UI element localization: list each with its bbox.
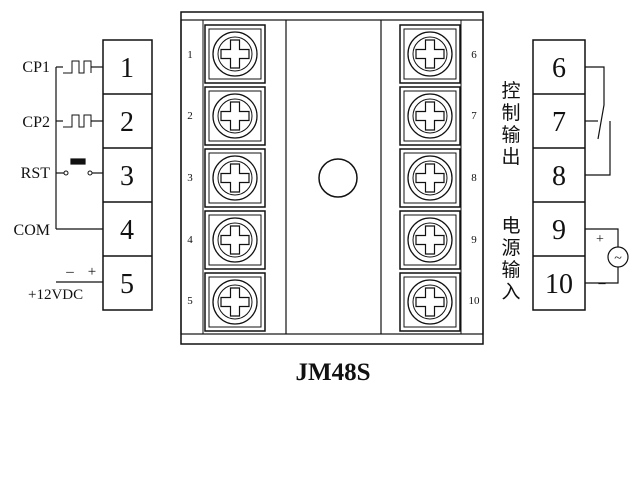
device-pin-2: 2	[187, 110, 193, 122]
control-output-char-4: 出	[501, 146, 520, 168]
terminal-screw-icon	[204, 148, 266, 208]
label-12vdc: +12VDC	[28, 287, 83, 303]
right-terminal-9: 9	[552, 215, 566, 246]
cp2-pulse-icon	[63, 114, 92, 128]
center-hole	[318, 158, 358, 198]
left-terminal-1: 1	[120, 53, 134, 84]
dc-plus-label: +	[88, 264, 96, 280]
ac-symbol: ~	[614, 251, 622, 266]
device-pin-4: 4	[187, 234, 193, 246]
right-terminal-7: 7	[552, 107, 566, 138]
label-cp1: CP1	[22, 59, 50, 76]
left-terminal-4: 4	[120, 215, 134, 246]
right-terminal-6: 6	[552, 53, 566, 84]
ac-plus-label: +	[596, 232, 604, 247]
terminal-screw-icon	[204, 210, 266, 270]
device-pin-6: 6	[471, 49, 477, 61]
power-input-char-3: 输	[501, 259, 520, 281]
device-pin-5: 5	[187, 295, 193, 307]
power-input-char-1: 电	[501, 215, 520, 237]
relay-contact-icon	[585, 66, 611, 176]
terminal-screw-icon	[399, 86, 461, 146]
ac-source-icon	[607, 246, 629, 268]
left-terminal-3: 3	[120, 161, 134, 192]
left-terminal-5: 5	[120, 269, 134, 300]
device-pin-10: 10	[469, 295, 481, 307]
ac-power-wiring	[585, 228, 629, 284]
control-output-char-3: 输	[501, 124, 520, 146]
terminal-screw-icon	[399, 24, 461, 84]
right-terminal-block	[532, 39, 586, 311]
device-pin-1: 1	[187, 49, 193, 61]
model-label: JM48S	[296, 359, 371, 386]
cp1-pulse-icon	[63, 60, 92, 74]
left-terminal-2: 2	[120, 107, 134, 138]
power-input-char-2: 源	[501, 237, 520, 259]
rst-button-icon	[70, 158, 86, 165]
device-pin-7: 7	[471, 110, 477, 122]
right-screw-column	[399, 24, 461, 332]
terminal-screw-icon	[204, 86, 266, 146]
terminal-screw-icon	[399, 272, 461, 332]
device-pin-8: 8	[471, 172, 477, 184]
label-cp2: CP2	[22, 114, 50, 131]
terminal-screw-icon	[204, 24, 266, 84]
terminal-screw-icon	[204, 272, 266, 332]
terminal-screw-icon	[399, 148, 461, 208]
device-pin-3: 3	[187, 172, 193, 184]
right-terminal-8: 8	[552, 161, 566, 192]
right-terminal-10: 10	[545, 269, 573, 300]
control-output-char-2: 制	[501, 102, 520, 124]
device-body	[180, 11, 484, 345]
device-pin-9: 9	[471, 234, 477, 246]
label-com: COM	[14, 222, 50, 239]
left-terminal-block	[102, 39, 153, 311]
dc-minus-label: –	[65, 264, 74, 280]
power-input-char-4: 入	[501, 281, 520, 303]
left-screw-column	[204, 24, 266, 332]
ac-minus-label: –	[598, 276, 607, 291]
left-wiring	[55, 60, 103, 283]
label-rst: RST	[21, 165, 51, 182]
control-output-char-1: 控	[501, 80, 520, 102]
terminal-screw-icon	[399, 210, 461, 270]
